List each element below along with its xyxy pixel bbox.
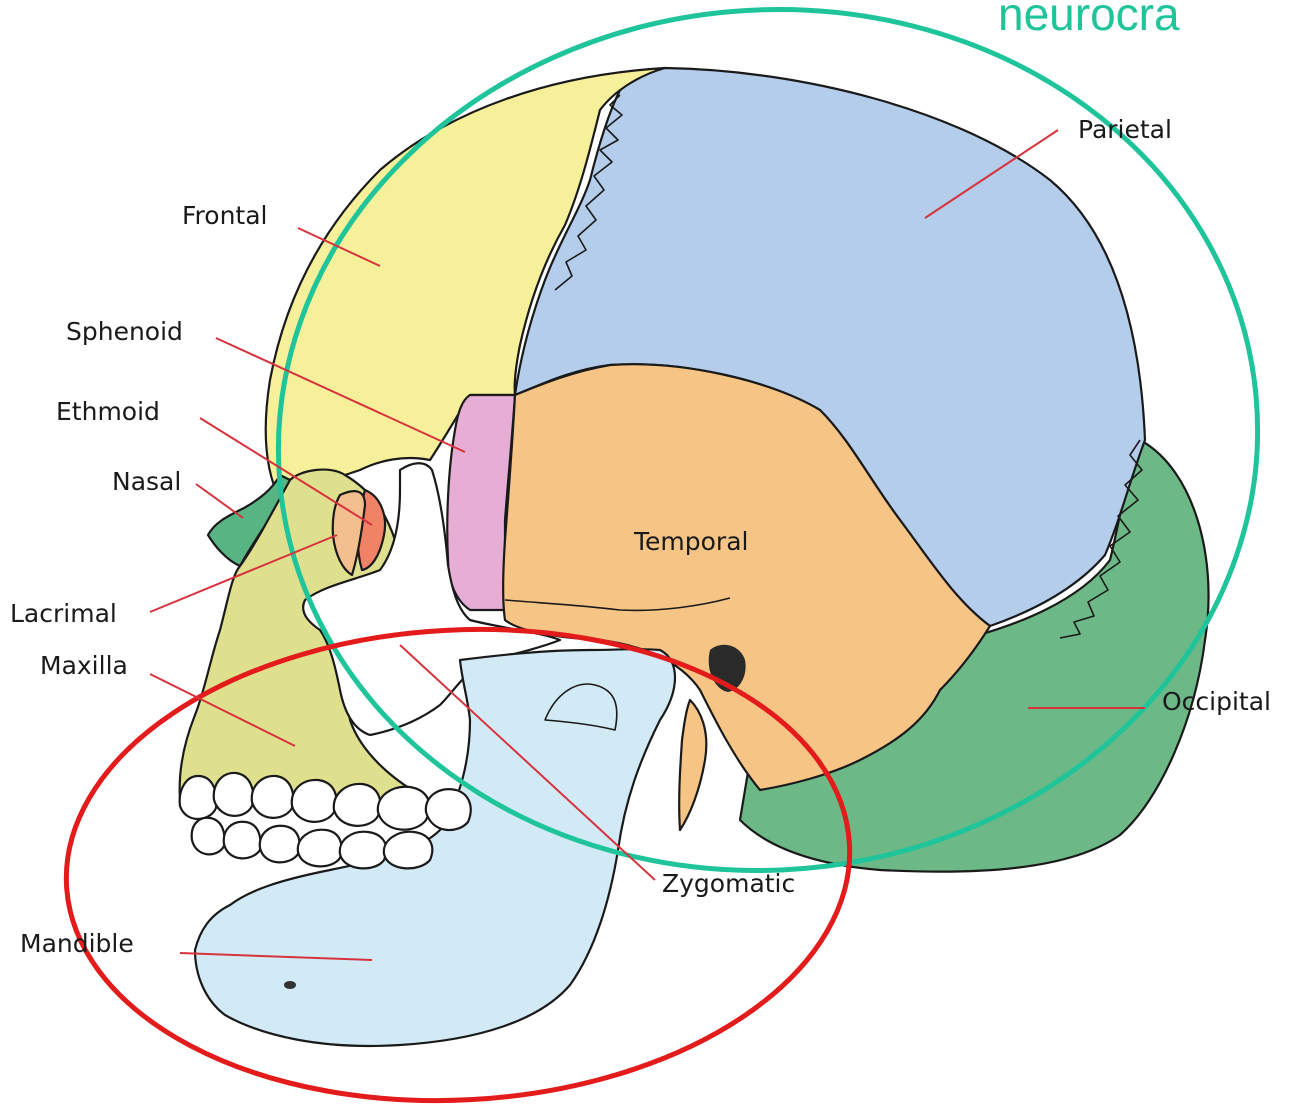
label-maxilla: Maxilla (40, 651, 128, 680)
styloid-process (679, 700, 706, 830)
label-occipital: Occipital (1162, 687, 1271, 716)
label-mandible: Mandible (20, 929, 134, 958)
label-temporal: Temporal (633, 527, 748, 556)
mental-foramen (284, 981, 296, 989)
upper-teeth (180, 773, 471, 830)
label-parietal: Parietal (1078, 115, 1172, 144)
label-zygomatic: Zygomatic (662, 869, 795, 898)
title-neurocranium: neurocra (998, 0, 1180, 40)
label-ethmoid: Ethmoid (56, 397, 160, 426)
label-sphenoid: Sphenoid (66, 317, 183, 346)
label-lacrimal: Lacrimal (10, 599, 117, 628)
label-nasal: Nasal (112, 467, 181, 496)
label-frontal: Frontal (182, 201, 268, 230)
